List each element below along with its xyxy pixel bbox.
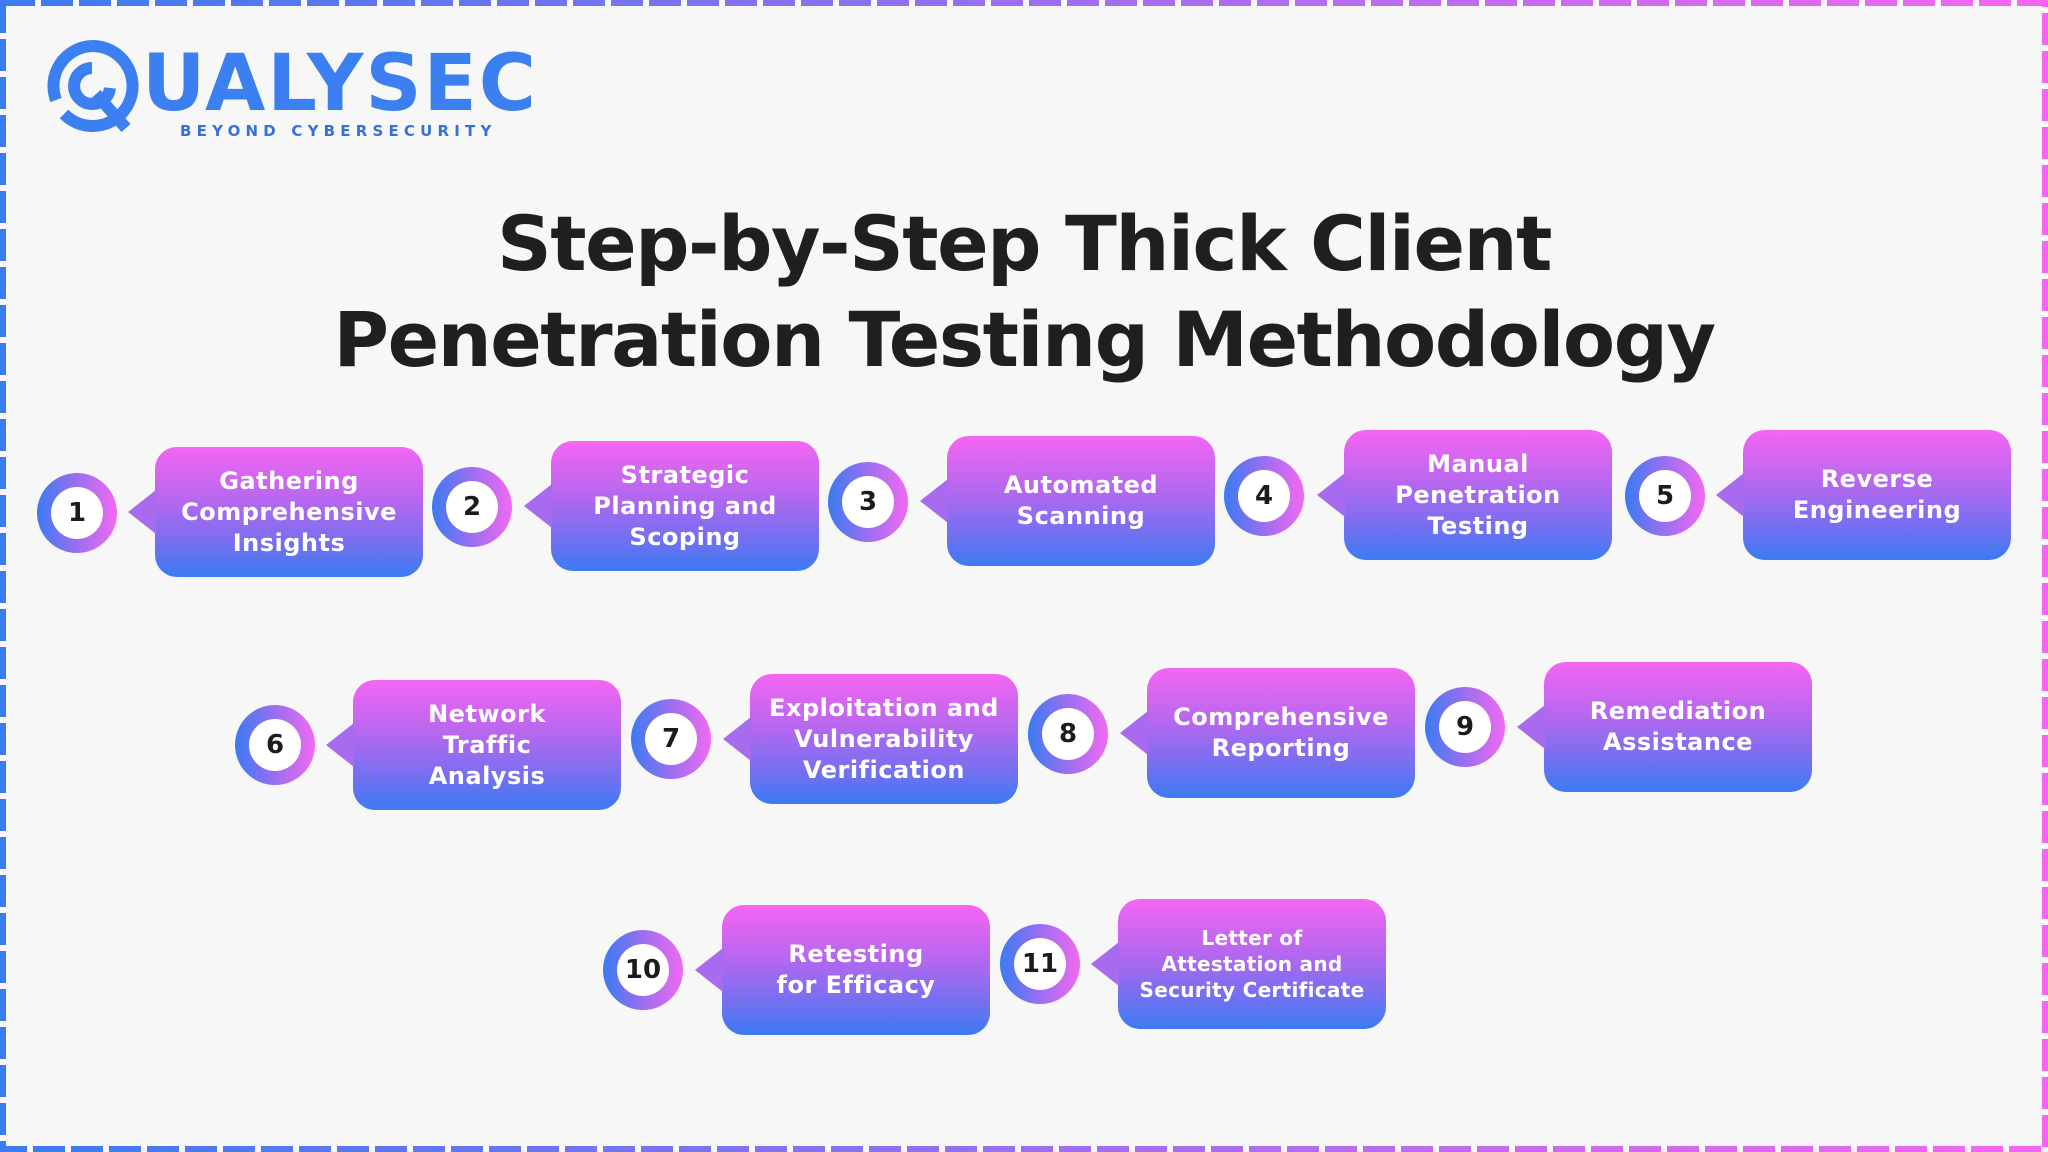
step-number: 8 [1042,708,1094,760]
pointer-arrow-icon [723,717,751,761]
page-title: Step-by-Step Thick Client Penetration Te… [0,196,2048,388]
step-number: 6 [249,719,301,771]
step-label: Gathering Comprehensive Insights [181,466,397,557]
step-number-badge: 7 [631,699,711,779]
step-label: Network Traffic Analysis [428,699,546,790]
step-card: Strategic Planning and Scoping [524,441,819,571]
pointer-arrow-icon [128,490,156,534]
pointer-arrow-icon [1517,705,1545,749]
step-number: 2 [446,481,498,533]
step-card: Remediation Assistance [1517,662,1812,792]
step-card: Gathering Comprehensive Insights [128,447,423,577]
step-label: Reverse Engineering [1792,465,1962,524]
title-line-2: Penetration Testing Methodology [333,295,1716,384]
step-label: Automated Scanning [1003,471,1159,530]
pointer-arrow-icon [695,948,723,992]
pointer-arrow-icon [1716,473,1744,517]
step-label: Strategic Planning and Scoping [593,460,777,551]
step-number-badge: 3 [828,462,908,542]
step-label: Exploitation and Vulnerability Verificat… [769,693,999,784]
step-number: 3 [842,476,894,528]
step-number-badge: 4 [1224,456,1304,536]
step-card: Comprehensive Reporting [1120,668,1415,798]
step-number: 9 [1439,701,1491,753]
step-number: 4 [1238,470,1290,522]
step-number-badge: 9 [1425,687,1505,767]
step-card: Retesting for Efficacy [695,905,990,1035]
step-label: Comprehensive Reporting [1173,703,1389,762]
step-number: 10 [617,944,669,996]
step-label: Letter of Attestation and Security Certi… [1139,926,1365,1002]
step-number: 11 [1014,938,1066,990]
step-number: 1 [51,487,103,539]
step-card: Network Traffic Analysis [326,680,621,810]
pointer-arrow-icon [1120,711,1148,755]
step-number-badge: 2 [432,467,512,547]
step-label: Remediation Assistance [1589,697,1767,756]
step-number-badge: 8 [1028,694,1108,774]
pointer-arrow-icon [524,484,552,528]
qualysec-logo: QUALYSECUALYSEC BEYOND CYBERSECURITY [44,36,536,146]
step-number: 7 [645,713,697,765]
step-number: 5 [1639,470,1691,522]
pointer-arrow-icon [1317,473,1345,517]
step-card: Exploitation and Vulnerability Verificat… [723,674,1018,804]
step-number-badge: 10 [603,930,683,1010]
step-number-badge: 11 [1000,924,1080,1004]
logo-tagline: BEYOND CYBERSECURITY [180,122,497,140]
logo-wordmark: QUALYSECUALYSEC [142,39,539,129]
pointer-arrow-icon [920,479,948,523]
step-label: Manual Penetration Testing [1395,449,1561,540]
title-line-1: Step-by-Step Thick Client [497,199,1552,288]
step-card: Letter of Attestation and Security Certi… [1091,899,1386,1029]
step-card: Manual Penetration Testing [1317,430,1612,560]
logo-q-icon [47,39,139,132]
pointer-arrow-icon [326,723,354,767]
step-number-badge: 1 [37,473,117,553]
pointer-arrow-icon [1091,942,1119,986]
step-card: Automated Scanning [920,436,1215,566]
step-number-badge: 5 [1625,456,1705,536]
step-card: Reverse Engineering [1716,430,2011,560]
step-number-badge: 6 [235,705,315,785]
step-label: Retesting for Efficacy [776,940,936,999]
